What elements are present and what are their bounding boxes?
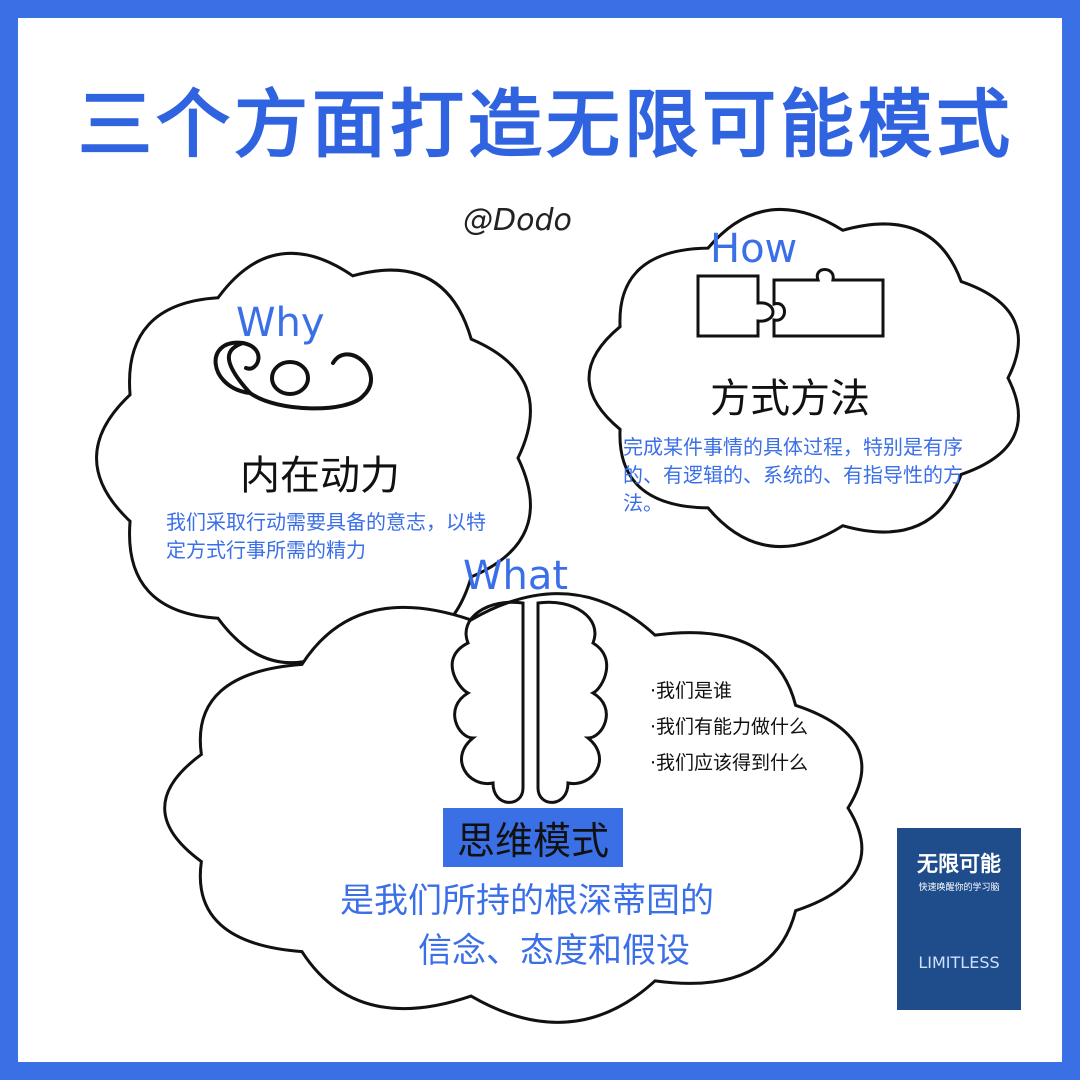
how-description: 完成某件事情的具体过程，特别是有序的、有逻辑的、系统的、有指导性的方法。: [623, 435, 963, 515]
what-heading: 思维模式: [443, 808, 624, 867]
bullet-item: ·我们有能力做什么: [650, 716, 809, 738]
why-heading: 内在动力: [240, 453, 400, 499]
flexing-arms-icon: [213, 340, 373, 411]
book-subtitle: 快速唤醒你的学习脑: [918, 883, 1000, 893]
how-heading: 方式方法: [710, 376, 870, 422]
what-description-line2: 信念、态度和假设: [418, 931, 690, 971]
book-cover: 无限可能 快速唤醒你的学习脑 LIMITLESS: [897, 828, 1021, 1010]
bullet-item: ·我们是谁: [650, 680, 733, 702]
what-description-line1: 是我们所持的根深蒂固的: [340, 881, 714, 921]
what-bullets: ·我们是谁 ·我们有能力做什么 ·我们应该得到什么: [650, 673, 808, 781]
page-title: 三个方面打造无限可能模式: [78, 82, 1014, 168]
author-signature: @Dodo: [463, 203, 572, 238]
why-label: Why: [236, 300, 325, 346]
how-label: How: [710, 226, 798, 272]
brain-icon: [450, 600, 609, 804]
book-logo: LIMITLESS: [918, 953, 1000, 972]
puzzle-pieces-icon: [696, 268, 885, 338]
book-title: 无限可能: [917, 852, 1001, 876]
why-description: 我们采取行动需要具备的意志，以特定方式行事所需的精力: [166, 510, 486, 562]
illustration-canvas: 三个方面打造无限可能模式 @Dodo Why 内在动力 我们采取行动需要具备的意…: [18, 18, 1062, 1062]
how-cloud: [587, 208, 1020, 548]
bullet-item: ·我们应该得到什么: [650, 752, 809, 774]
what-label: What: [463, 553, 569, 599]
